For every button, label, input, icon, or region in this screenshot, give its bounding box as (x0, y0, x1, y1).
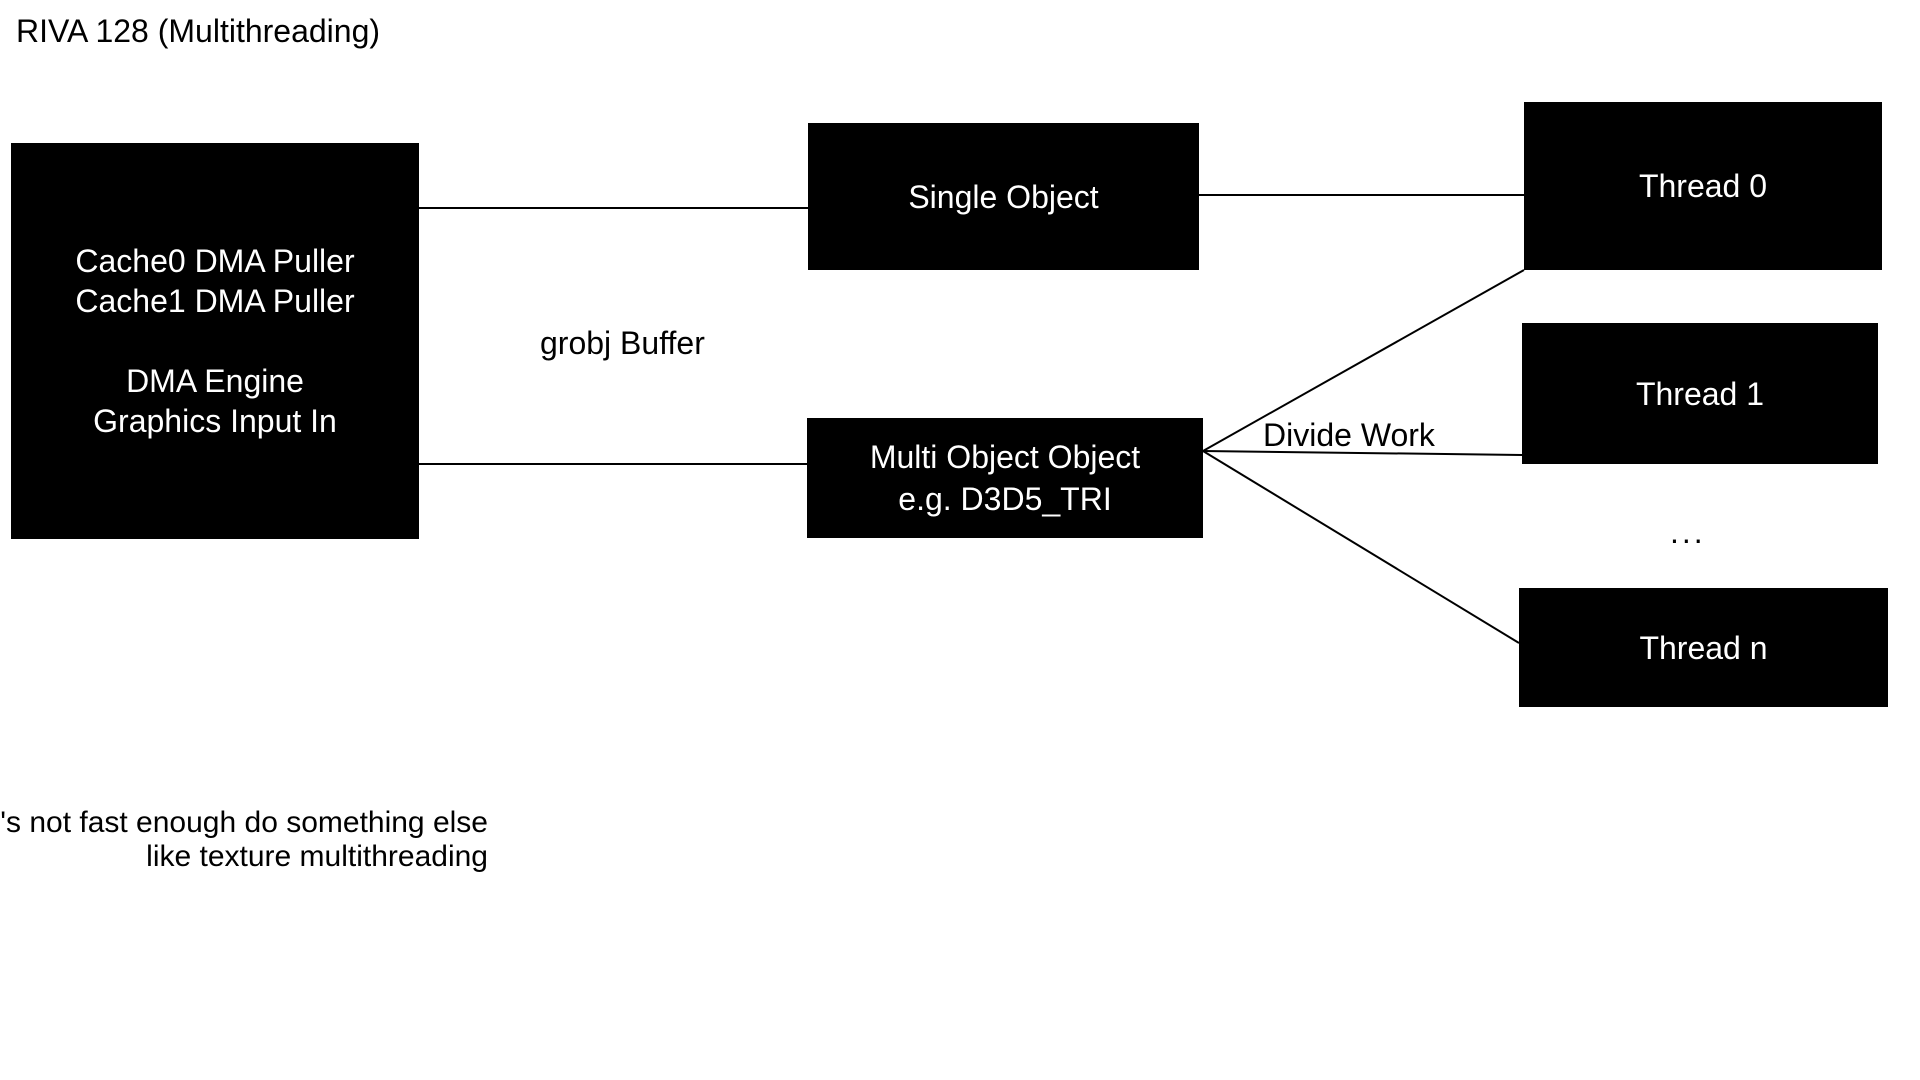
edge-multi-to-threadn (1202, 450, 1520, 644)
node-thread-0-label: Thread 0 (1638, 168, 1768, 204)
edge-label-divide-work: Divide Work (1263, 417, 1435, 453)
node-thread-n: Thread n (1519, 588, 1888, 707)
node-thread-0: Thread 0 (1524, 102, 1882, 270)
footnote-line-2: like texture multithreading (146, 840, 488, 873)
thread-ellipsis: ... (1670, 514, 1706, 550)
footnote: If it's not fast enough do something els… (0, 806, 488, 874)
node-dma-puller: Cache0 DMA Puller Cache1 DMA Puller DMA … (11, 143, 419, 539)
node-thread-n-label: Thread n (1639, 629, 1768, 666)
node-thread-1: Thread 1 (1522, 323, 1878, 464)
page-title: RIVA 128 (Multithreading) (16, 13, 381, 49)
node-dma-line-2: Cache1 DMA Puller (75, 283, 355, 319)
node-single-object-label: Single Object (908, 178, 1099, 215)
node-dma-line-3: DMA Engine (126, 363, 304, 399)
node-dma-line-1: Cache0 DMA Puller (75, 243, 355, 279)
footnote-line-1: If it's not fast enough do something els… (0, 806, 488, 839)
edge-label-grobj-buffer: grobj Buffer (540, 325, 705, 361)
node-multi-object-line-2: e.g. D3D5_TRI (898, 481, 1112, 517)
node-single-object: Single Object (808, 123, 1199, 270)
node-multi-object-line-1: Multi Object Object (869, 439, 1141, 475)
node-dma-line-4: Graphics Input In (93, 403, 337, 439)
node-thread-1-label: Thread 1 (1635, 375, 1765, 412)
node-multi-object: Multi Object Object e.g. D3D5_TRI (807, 418, 1203, 538)
